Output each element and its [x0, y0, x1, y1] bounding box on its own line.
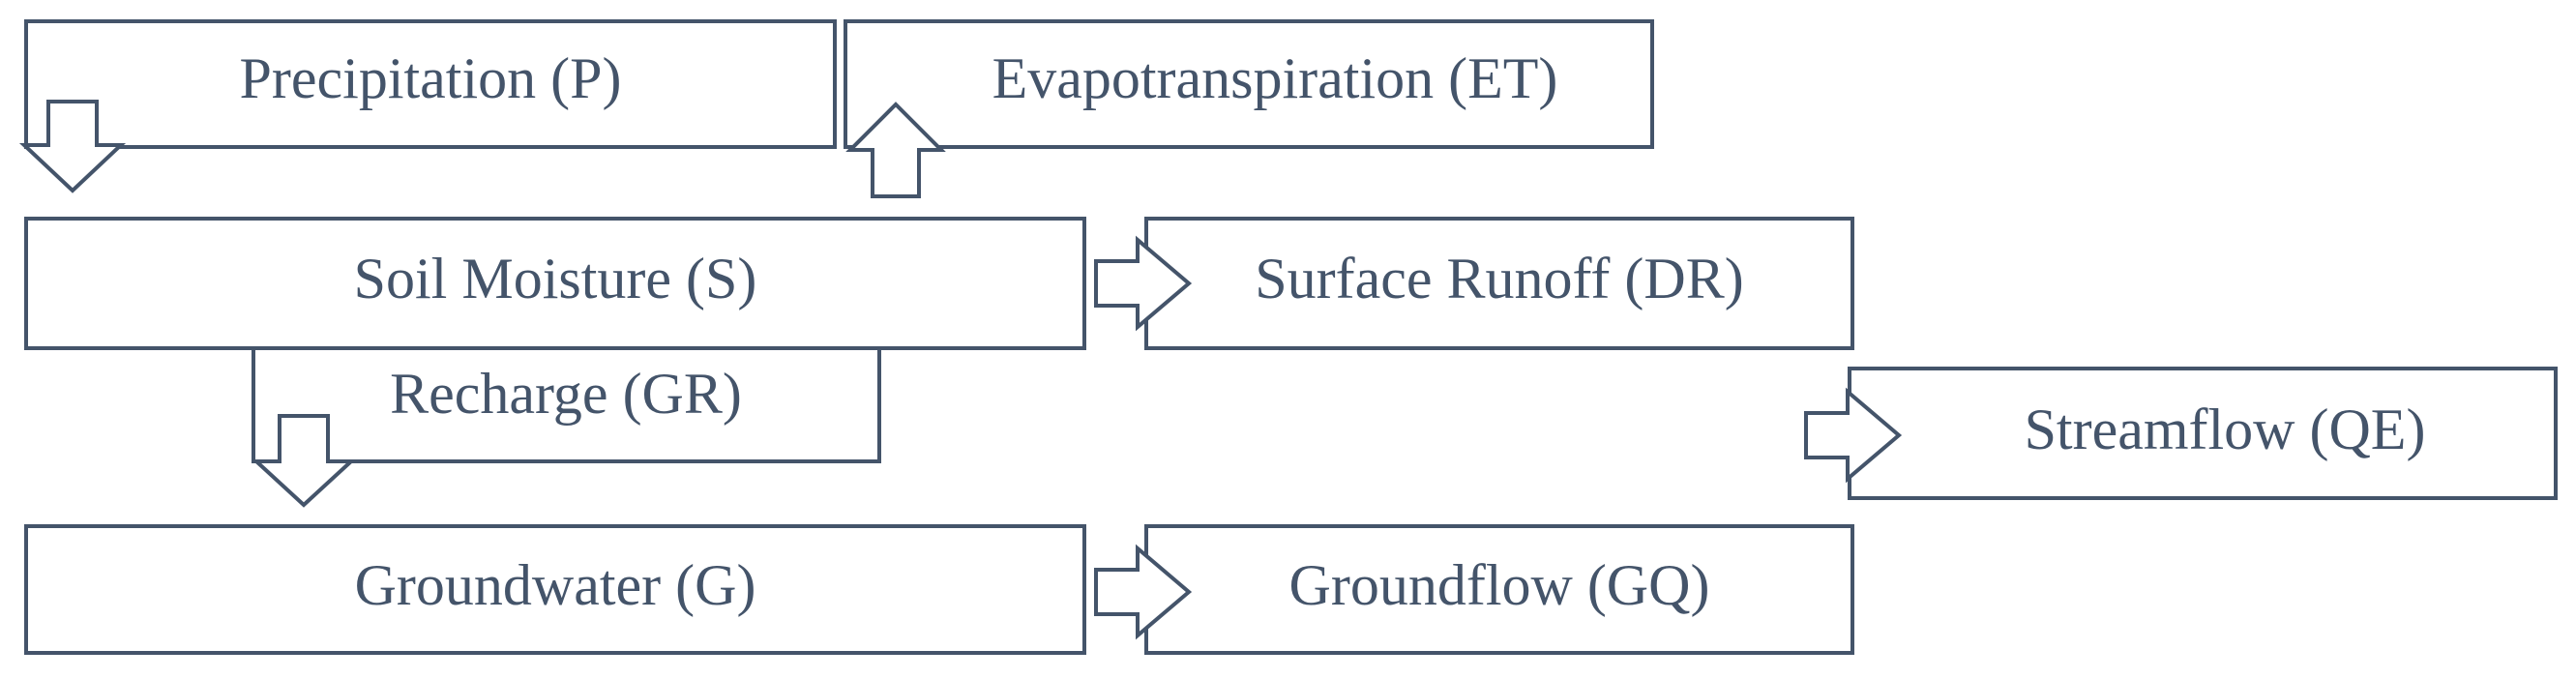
- node-groundflow-label: Groundflow (GQ): [1289, 553, 1710, 617]
- arrow-down-precipitation: [18, 100, 127, 193]
- arrow-right-streamflow: [1804, 387, 1903, 484]
- arrow-up-evapotranspiration: [845, 102, 946, 198]
- arrow-right-groundflow: [1094, 544, 1193, 640]
- node-surface-runoff-label: Surface Runoff (DR): [1255, 247, 1743, 310]
- node-recharge-label: Recharge (GR): [390, 362, 742, 426]
- node-groundflow: Groundflow (GQ): [1144, 524, 1854, 655]
- node-soil-moisture-label: Soil Moisture (S): [354, 247, 757, 310]
- arrow-down-recharge: [251, 414, 357, 508]
- node-streamflow-label: Streamflow (QE): [2025, 398, 2426, 461]
- node-precipitation: Precipitation (P): [24, 19, 837, 149]
- node-recharge: Recharge (GR): [252, 346, 881, 463]
- node-streamflow: Streamflow (QE): [1848, 367, 2558, 500]
- node-precipitation-label: Precipitation (P): [240, 46, 622, 110]
- node-evapotranspiration-label: Evapotranspiration (ET): [992, 46, 1558, 110]
- node-soil-moisture: Soil Moisture (S): [24, 217, 1086, 350]
- node-evapotranspiration: Evapotranspiration (ET): [844, 19, 1654, 149]
- node-groundwater: Groundwater (G): [24, 524, 1086, 655]
- node-surface-runoff: Surface Runoff (DR): [1144, 217, 1854, 350]
- node-groundwater-label: Groundwater (G): [355, 553, 756, 617]
- arrow-right-surface-runoff: [1094, 235, 1193, 332]
